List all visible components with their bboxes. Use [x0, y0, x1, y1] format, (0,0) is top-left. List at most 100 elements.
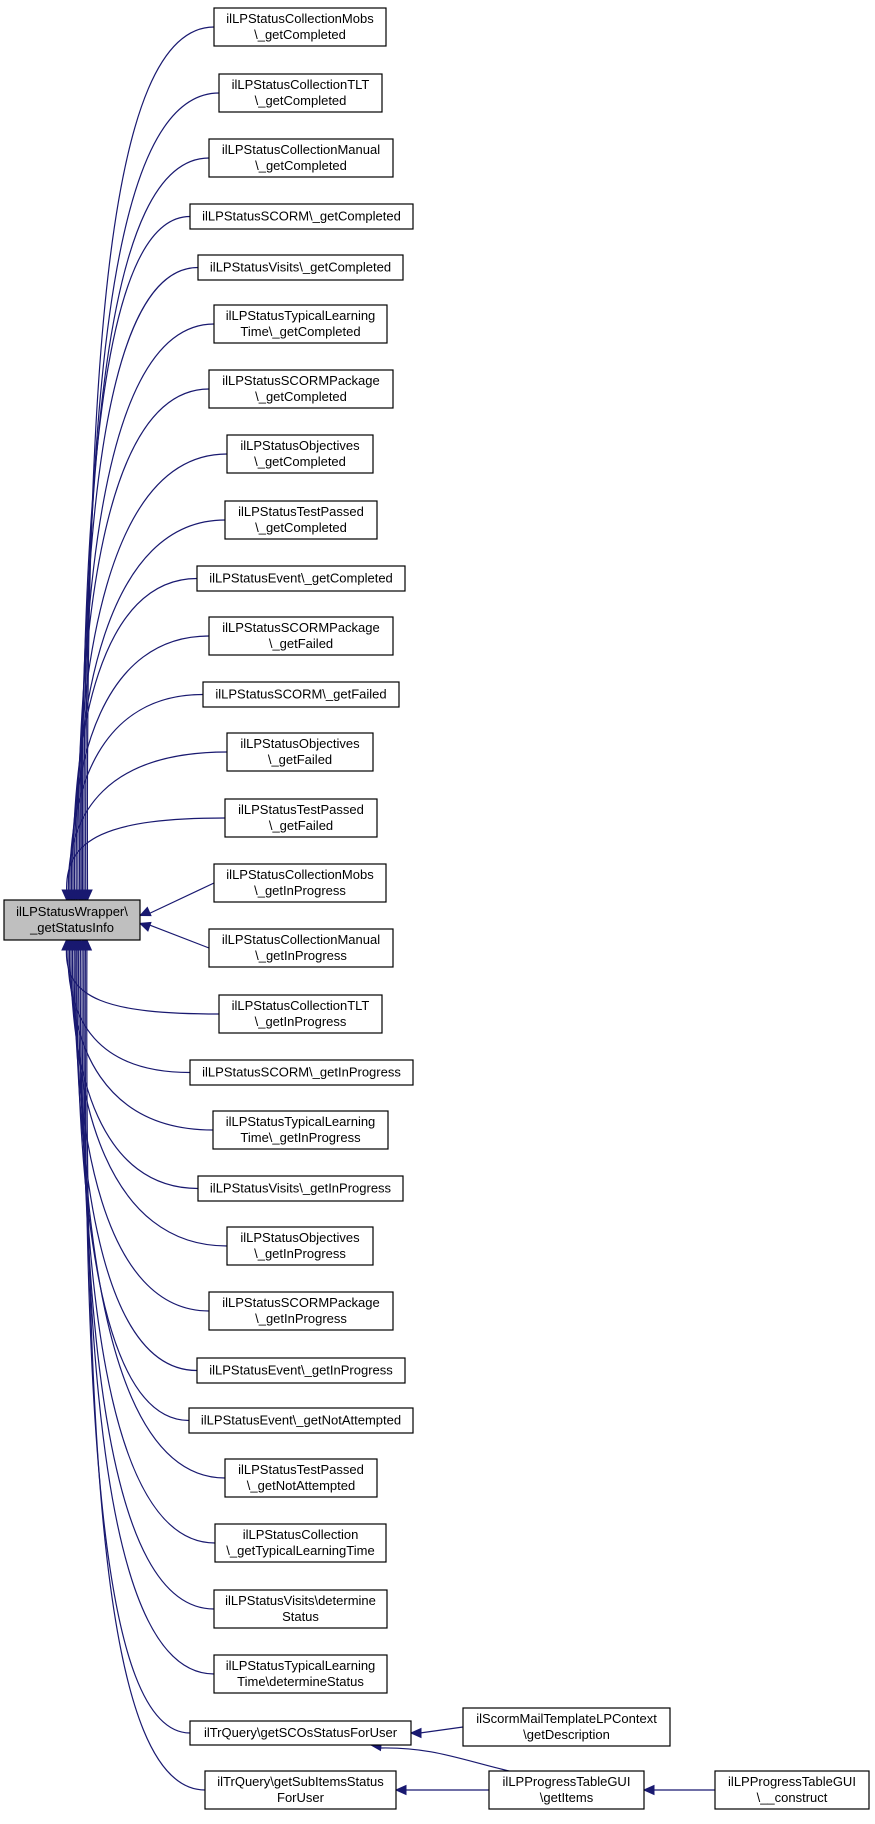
edge-line: [65, 948, 220, 1015]
node-illpstatusvisits-getcompleted[interactable]: ilLPStatusVisits\_getCompleted: [197, 254, 404, 281]
edge-line: [75, 948, 198, 1372]
edge-n15-to-wrapper: [138, 882, 215, 917]
node-label-line: \_getNotAttempted: [247, 1478, 355, 1493]
node-illpstatusscorm-getfailed[interactable]: ilLPStatusSCORM\_getFailed: [202, 681, 400, 708]
node-illpprogresstablegui-getitems[interactable]: ilLPProgressTableGUI\getItems: [488, 1770, 645, 1810]
node-box: [189, 1720, 412, 1746]
edge-line: [73, 948, 210, 1312]
edge-n30-to-wrapper: [81, 938, 206, 1791]
node-illpstatustestpassed-getnotattempted[interactable]: ilLPStatusTestPassed\_getNotAttempted: [224, 1458, 378, 1498]
node-illpstatuscollectionmanual-getinprogress[interactable]: ilLPStatusCollectionManual\_getInProgres…: [208, 928, 394, 968]
node-box: [188, 1407, 414, 1434]
node-illpstatusobjectives-getinprogress[interactable]: ilLPStatusObjectives\_getInProgress: [226, 1226, 374, 1266]
node-label-line: ilLPStatusSCORMPackage: [222, 373, 380, 388]
node-box: [224, 798, 378, 838]
node-label-line: ilLPStatusObjectives: [240, 736, 360, 751]
node-label-line: \_getFailed: [268, 752, 332, 767]
node-label-line: \_getCompleted: [255, 158, 347, 173]
node-illpstatusscormpackage-getinprogress[interactable]: ilLPStatusSCORMPackage\_getInProgress: [208, 1291, 394, 1331]
node-label-line: \_getInProgress: [255, 1311, 347, 1326]
node-illpstatusevent-getnotattempted[interactable]: ilLPStatusEvent\_getNotAttempted: [188, 1407, 414, 1434]
node-illpstatusobjectives-getfailed[interactable]: ilLPStatusObjectives\_getFailed: [226, 732, 374, 772]
node-illpprogresstablegui-construct[interactable]: ilLPProgressTableGUI\__construct: [714, 1770, 870, 1810]
edge-arrowhead: [394, 1784, 407, 1796]
edge-line: [67, 948, 191, 1074]
node-illpstatuswrapper-getstatusinfo[interactable]: ilLPStatusWrapper\_getStatusInfo: [3, 899, 141, 941]
node-label-line: ilLPStatusVisits\determine: [225, 1593, 376, 1608]
node-illpstatusvisits-determine-status[interactable]: ilLPStatusVisits\determineStatus: [213, 1589, 388, 1629]
node-label-line: ilLPStatusVisits\_getInProgress: [210, 1181, 392, 1196]
edge-line: [419, 1726, 464, 1734]
node-box: [189, 1059, 414, 1086]
node-box: [189, 203, 414, 230]
node-illpstatusscormpackage-getfailed[interactable]: ilLPStatusSCORMPackage\_getFailed: [208, 616, 394, 656]
node-box: [208, 928, 394, 968]
node-illpstatuscollectionmobs-getinprogress[interactable]: ilLPStatusCollectionMobs\_getInProgress: [213, 863, 387, 903]
node-label-line: ilLPStatusCollectionTLT: [232, 77, 370, 92]
edge-line: [75, 453, 228, 892]
edge-line: [83, 157, 210, 892]
node-illpstatusevent-getcompleted[interactable]: ilLPStatusEvent\_getCompleted: [196, 565, 406, 592]
edge-n32-to-n30: [394, 1784, 489, 1796]
node-illpstatusevent-getinprogress[interactable]: ilLPStatusEvent\_getInProgress: [196, 1357, 406, 1384]
node-box: [208, 1291, 394, 1331]
edge-line: [85, 92, 220, 892]
edge-line: [67, 751, 228, 892]
node-illpstatusobjectives-getcompleted[interactable]: ilLPStatusObjectives\_getCompleted: [226, 434, 374, 474]
node-box: [218, 73, 383, 113]
edge-line: [86, 948, 206, 1791]
node-illpstatuscollectionmobs-getcompleted[interactable]: ilLPStatusCollectionMobs\_getCompleted: [213, 7, 387, 47]
node-box: [488, 1770, 645, 1810]
node-illpstatuscollectionmanual-getcompleted[interactable]: ilLPStatusCollectionManual\_getCompleted: [208, 138, 394, 178]
node-illpstatustypicallearning-time-getcompleted[interactable]: ilLPStatusTypicalLearningTime\_getComple…: [213, 304, 388, 344]
node-box: [213, 863, 387, 903]
node-box: [208, 616, 394, 656]
node-label-line: ilLPStatusEvent\_getCompleted: [209, 571, 393, 586]
node-box: [224, 1458, 378, 1498]
node-label-line: ilLPStatusSCORM\_getCompleted: [202, 209, 401, 224]
node-label-line: ilLPStatusTypicalLearning: [226, 1658, 376, 1673]
edge-line: [70, 948, 199, 1190]
node-label-line: ilLPStatusObjectives: [240, 1230, 360, 1245]
edge-line: [76, 948, 190, 1422]
node-ilscormmailtemplatelpcontext-getdescription[interactable]: ilScormMailTemplateLPContext\getDescript…: [462, 1707, 671, 1747]
node-illpstatustestpassed-getcompleted[interactable]: ilLPStatusTestPassed\_getCompleted: [224, 500, 378, 540]
node-illpstatusscorm-getcompleted[interactable]: ilLPStatusSCORM\_getCompleted: [189, 203, 414, 230]
node-label-line: ilLPStatusCollectionMobs: [226, 11, 374, 26]
node-label-line: Status: [282, 1609, 319, 1624]
node-label-line: \_getCompleted: [254, 27, 346, 42]
node-illpstatusscorm-getinprogress[interactable]: ilLPStatusSCORM\_getInProgress: [189, 1059, 414, 1086]
edge-line: [78, 323, 215, 892]
node-illpstatusscormpackage-getcompleted[interactable]: ilLPStatusSCORMPackage\_getCompleted: [208, 369, 394, 409]
node-illpstatustypicallearning-time-getinprogress[interactable]: ilLPStatusTypicalLearningTime\_getInProg…: [212, 1110, 389, 1150]
node-illpstatuscollectiontlt-getcompleted[interactable]: ilLPStatusCollectionTLT\_getCompleted: [218, 73, 383, 113]
node-illpstatustestpassed-getfailed[interactable]: ilLPStatusTestPassed\_getFailed: [224, 798, 378, 838]
node-label-line: ilLPStatusCollection: [243, 1527, 359, 1542]
edge-line: [84, 948, 191, 1734]
edge-line: [66, 817, 226, 892]
node-box: [197, 254, 404, 281]
node-label-line: ilLPStatusEvent\_getNotAttempted: [201, 1413, 401, 1428]
node-label-line: ilLPProgressTableGUI: [503, 1774, 631, 1789]
node-label-line: ilLPStatusSCORMPackage: [222, 1295, 380, 1310]
edge-n29-to-wrapper: [80, 938, 191, 1734]
edge-line: [148, 882, 215, 915]
node-box: [226, 732, 374, 772]
node-label-line: ilLPStatusWrapper\: [16, 904, 128, 919]
node-box: [197, 1175, 404, 1202]
node-label-line: ilLPStatusCollectionManual: [222, 932, 380, 947]
edge-n06-to-wrapper: [74, 323, 215, 902]
node-illpstatustypicallearning-time-determinestatus[interactable]: ilLPStatusTypicalLearningTime\determineS…: [213, 1654, 388, 1694]
node-box: [213, 1654, 388, 1694]
edge-line: [78, 948, 226, 1479]
node-label-line: ilLPStatusTypicalLearning: [226, 308, 376, 323]
edge-arrowhead: [61, 889, 72, 902]
node-iltrquery-getscosstatusforuser[interactable]: ilTrQuery\getSCOsStatusForUser: [189, 1720, 412, 1746]
node-illpstatusvisits-getinprogress[interactable]: ilLPStatusVisits\_getInProgress: [197, 1175, 404, 1202]
node-label-line: \__construct: [757, 1790, 828, 1805]
node-illpstatuscollectiontlt-getinprogress[interactable]: ilLPStatusCollectionTLT\_getInProgress: [218, 994, 383, 1034]
node-label-line: \_getCompleted: [254, 454, 346, 469]
node-box: [208, 138, 394, 178]
node-illpstatuscollection-gettypicallearningtime[interactable]: ilLPStatusCollection\_getTypicalLearning…: [214, 1523, 387, 1563]
